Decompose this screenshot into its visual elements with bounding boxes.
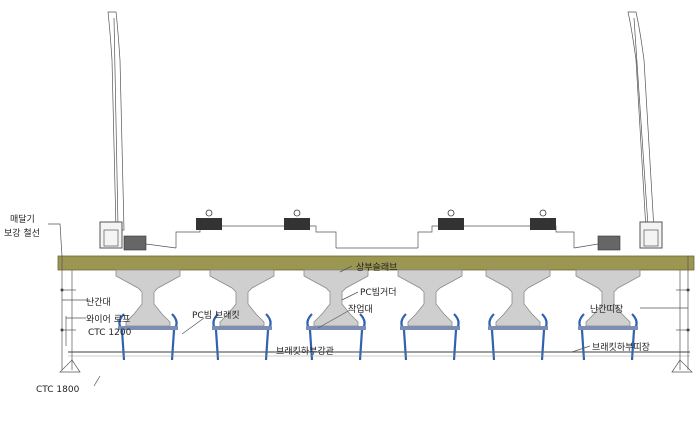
label-railing: 난간대 — [86, 297, 111, 308]
pc-bracket-1-right — [170, 313, 178, 361]
pc-girder-5 — [485, 269, 551, 327]
pc-bracket-6-right — [630, 313, 638, 361]
pc-bracket-2-right — [264, 313, 272, 361]
pc-girder-6 — [575, 269, 641, 327]
left-track-assembly — [175, 209, 337, 248]
label-railing-post: 난간띠장 — [590, 304, 623, 315]
upper-slab — [57, 255, 695, 271]
right-barrier — [573, 11, 663, 251]
label-upper-slab: 상부슬래브 — [356, 262, 397, 273]
label-ctc-1800: CTC 1800 — [36, 385, 80, 395]
work-platform-3 — [306, 326, 366, 330]
label-work-platform: 작업대 — [348, 304, 373, 315]
work-platform-6 — [578, 326, 638, 330]
work-platform-5 — [488, 326, 548, 330]
work-platform-2 — [212, 326, 272, 330]
label-hanging-wire-2: 보강 철선 — [4, 228, 40, 239]
pc-bracket-4-left — [400, 313, 408, 361]
left-railing — [59, 256, 81, 373]
leader-lines — [48, 223, 688, 387]
work-platform-1 — [118, 326, 178, 330]
right-railing — [671, 256, 693, 373]
label-ctc-1200: CTC 1200 — [88, 328, 132, 338]
pc-bracket-3-right — [358, 313, 366, 361]
label-wire-rope: 와이어 로프 — [86, 313, 130, 325]
pc-bracket-4-right — [452, 313, 460, 361]
pc-girder-4 — [397, 269, 463, 327]
pc-bracket-5-right — [540, 313, 548, 361]
pc-girders — [115, 269, 641, 327]
label-bracket-bottom-wale: 브래킷하부띠장 — [592, 341, 650, 353]
right-track-assembly — [417, 209, 575, 248]
label-bracket-pipe: 브래킷하부강관 — [276, 345, 334, 357]
pc-bracket-6-left — [578, 313, 586, 361]
label-hanging-wire: 매달기 — [10, 213, 35, 225]
left-barrier — [99, 11, 177, 251]
label-pc-bracket: PC빔 브래킷 — [192, 309, 240, 321]
work-platform-4 — [400, 326, 460, 330]
pc-bracket-5-left — [488, 313, 496, 361]
label-pc-girder: PC빔거더 — [360, 287, 397, 298]
pc-beam-brackets — [118, 313, 638, 361]
